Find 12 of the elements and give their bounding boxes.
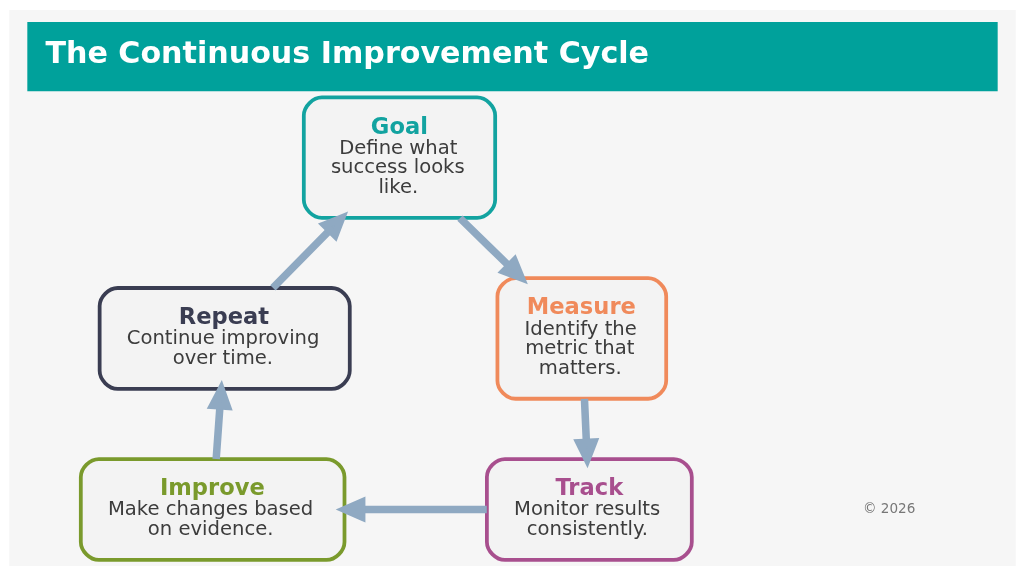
diagram-title: The Continuous Improvement Cycle: [44, 34, 649, 70]
arrow: [572, 398, 599, 469]
node-box: Track Monitor results consistently.: [484, 457, 694, 562]
node-box: Measure Identify the metric that matters.: [495, 276, 668, 401]
node-box: Goal Define what success looks like.: [301, 95, 497, 220]
arrow: [269, 211, 348, 291]
node-box: Improve Make changes based on evidence.: [78, 457, 346, 562]
arrow: [456, 215, 528, 285]
label: © 2026: [862, 499, 915, 516]
arrow: [335, 496, 487, 523]
arrow: [206, 380, 233, 460]
node-box: Repeat Continue improving over time.: [97, 286, 352, 391]
